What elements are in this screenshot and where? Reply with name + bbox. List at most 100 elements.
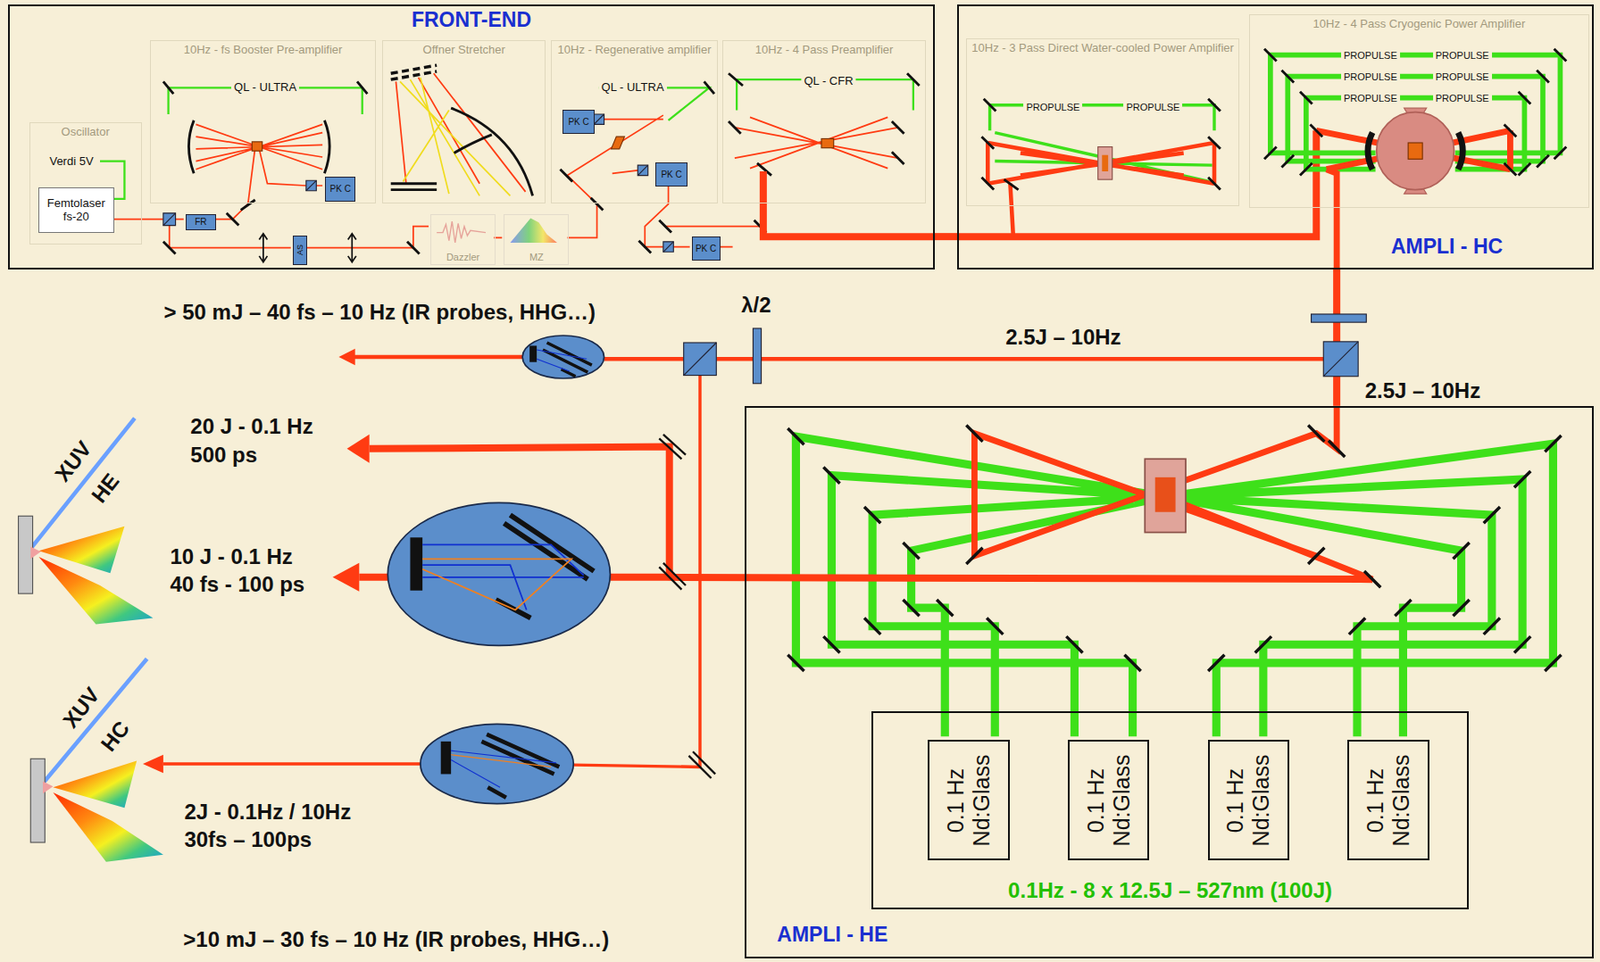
node-text: 10Hz - 4 Pass Preamplifier bbox=[755, 43, 894, 58]
faraday-rotator: FR bbox=[185, 214, 217, 231]
probe-beam bbox=[163, 375, 700, 768]
beam-connector bbox=[1333, 269, 1341, 407]
compressor-ray bbox=[422, 544, 584, 610]
arrow-head bbox=[347, 434, 370, 464]
pump-laser-name: QL - ULTRA bbox=[231, 81, 300, 95]
node-text: AMPLI - HC bbox=[1391, 234, 1503, 259]
illustration-group bbox=[18, 49, 1567, 863]
mirror bbox=[787, 425, 1561, 672]
node-text: 0.1 Hz Nd:Glass bbox=[942, 749, 995, 852]
node-text: 0.1 Hz Nd:Glass bbox=[1362, 749, 1415, 852]
compressor bbox=[522, 335, 604, 379]
beam-spec: 2.5J – 10Hz bbox=[1002, 325, 1124, 350]
node-text: 10Hz - 3 Pass Direct Water-cooled Power … bbox=[971, 41, 1234, 56]
amplified-beam bbox=[987, 142, 1215, 237]
node-text: 0.1 Hz Nd:Glass bbox=[1223, 749, 1275, 852]
lens-translation bbox=[258, 233, 357, 263]
target-label: XUV bbox=[57, 681, 108, 736]
node-text: FR bbox=[194, 216, 207, 228]
harmonic-fan bbox=[52, 792, 163, 863]
beam-spec: 2.5J – 10Hz bbox=[1362, 378, 1484, 404]
beam-spec: 20 J - 0.1 Hz bbox=[187, 414, 316, 440]
main-beam bbox=[763, 130, 1317, 237]
beam-spec: 500 ps bbox=[187, 442, 260, 468]
node-text: 10Hz - 4 Pass Cryogenic Power Amplifier bbox=[1313, 17, 1526, 32]
polarizer-cube bbox=[163, 114, 674, 252]
node-text: Femtolaser fs-20 bbox=[47, 197, 106, 225]
node-text: PK C bbox=[660, 169, 682, 181]
beam-spec: 2J - 0.1Hz / 10Hz bbox=[181, 800, 354, 825]
crystal bbox=[611, 136, 625, 150]
compressor-grating bbox=[409, 537, 423, 591]
node-text: PK C bbox=[330, 183, 351, 195]
node-text: Offner Stretcher bbox=[423, 43, 506, 58]
node-text: 0.1 Hz Nd:Glass bbox=[1083, 749, 1135, 852]
mirror bbox=[163, 73, 920, 254]
compressor-grating bbox=[529, 345, 537, 362]
acousto-optic-box: AS bbox=[292, 235, 308, 266]
arrow-head bbox=[333, 563, 360, 592]
compressor-grating bbox=[481, 734, 559, 799]
compressor bbox=[420, 724, 574, 804]
amplified-beam bbox=[1316, 130, 1510, 269]
crystal bbox=[1408, 142, 1423, 159]
stage-panel: Offner Stretcher bbox=[382, 40, 546, 204]
target-label: XUV bbox=[48, 433, 99, 489]
node-text: MZ bbox=[529, 251, 544, 264]
pump-laser-bay: 0.1Hz - 8 x 12.5J – 527nm (100J) 0.1 Hz N… bbox=[871, 711, 1470, 910]
compressor-ray bbox=[422, 558, 572, 610]
pump-laser-name: PROPULSE bbox=[1433, 70, 1492, 83]
pump-beam bbox=[990, 105, 1215, 183]
node-text: 0.1Hz - 8 x 12.5J – 527nm (100J) bbox=[1008, 878, 1333, 904]
compressor-ray bbox=[450, 755, 551, 768]
section-panel: AMPLI - HE 0.1Hz - 8 x 12.5J – 527nm (100… bbox=[744, 406, 1594, 959]
harmonic-fan bbox=[38, 557, 153, 625]
pump-laser-box: 0.1 Hz Nd:Glass bbox=[1347, 740, 1429, 861]
stage-panel: 10Hz - 3 Pass Direct Water-cooled Power … bbox=[966, 38, 1240, 206]
pump-beam bbox=[100, 79, 914, 200]
pockels-cell: PK C bbox=[655, 162, 687, 186]
stage-panel: 10Hz - 4 Pass Cryogenic Power Amplifier bbox=[1249, 14, 1591, 209]
oscillator-panel: OscillatorFemtolaser fs-20 bbox=[29, 122, 142, 245]
pump-laser-name: PROPULSE bbox=[1123, 101, 1183, 114]
cube-diagonal bbox=[163, 114, 674, 252]
node-text: AMPLI - HE bbox=[776, 923, 888, 947]
amplifier-crystal bbox=[1144, 458, 1186, 533]
pump-laser-name: PROPULSE bbox=[1341, 49, 1400, 61]
pump-laser-name: QL - CFR bbox=[800, 75, 856, 89]
section-panel: AMPLI - HC 10Hz - 3 Pass Direct Water-coo… bbox=[957, 4, 1594, 270]
dazzler-waveform bbox=[436, 221, 486, 243]
pump-laser-box: 0.1 Hz Nd:Glass bbox=[927, 740, 1009, 861]
laser-box: Femtolaser fs-20 bbox=[38, 187, 115, 234]
node-text: FRONT-END bbox=[411, 8, 532, 32]
pump-laser-name: PROPULSE bbox=[1023, 101, 1083, 114]
crystal bbox=[1155, 477, 1176, 513]
target-label: HE bbox=[84, 466, 126, 510]
compressor bbox=[387, 502, 610, 646]
node-text: 10Hz - fs Booster Pre-amplifier bbox=[183, 43, 343, 58]
pump-beam bbox=[795, 436, 1553, 737]
waveplate bbox=[752, 328, 761, 384]
compressor-ray bbox=[536, 350, 587, 372]
pump-laser-box: 0.1 Hz Nd:Glass bbox=[1208, 740, 1290, 861]
mirror bbox=[688, 751, 716, 779]
pump-laser-name: PROPULSE bbox=[1433, 91, 1492, 104]
node-text: PK C bbox=[695, 243, 717, 255]
compressor-grating bbox=[441, 741, 451, 775]
compressor-ray bbox=[450, 750, 557, 788]
crystal bbox=[1101, 155, 1109, 172]
pump-laser-name: PROPULSE bbox=[1341, 91, 1400, 104]
spectrum-box: MZ bbox=[503, 214, 569, 266]
cryostat bbox=[1376, 112, 1455, 191]
pump-laser-name: PROPULSE bbox=[1433, 49, 1492, 61]
beam-spec: > 50 mJ – 40 fs – 10 Hz (IR probes, HHG…… bbox=[161, 300, 600, 325]
pockels-cell: PK C bbox=[691, 236, 721, 261]
target-slab bbox=[30, 758, 45, 843]
stage-panel: 10Hz - fs Booster Pre-amplifier PK C bbox=[150, 40, 377, 204]
pump-laser-box: 0.1 Hz Nd:Glass bbox=[1067, 740, 1150, 861]
target-spot bbox=[30, 547, 41, 560]
spectrum-icon bbox=[509, 218, 558, 243]
node-text: Oscillator bbox=[61, 125, 110, 140]
